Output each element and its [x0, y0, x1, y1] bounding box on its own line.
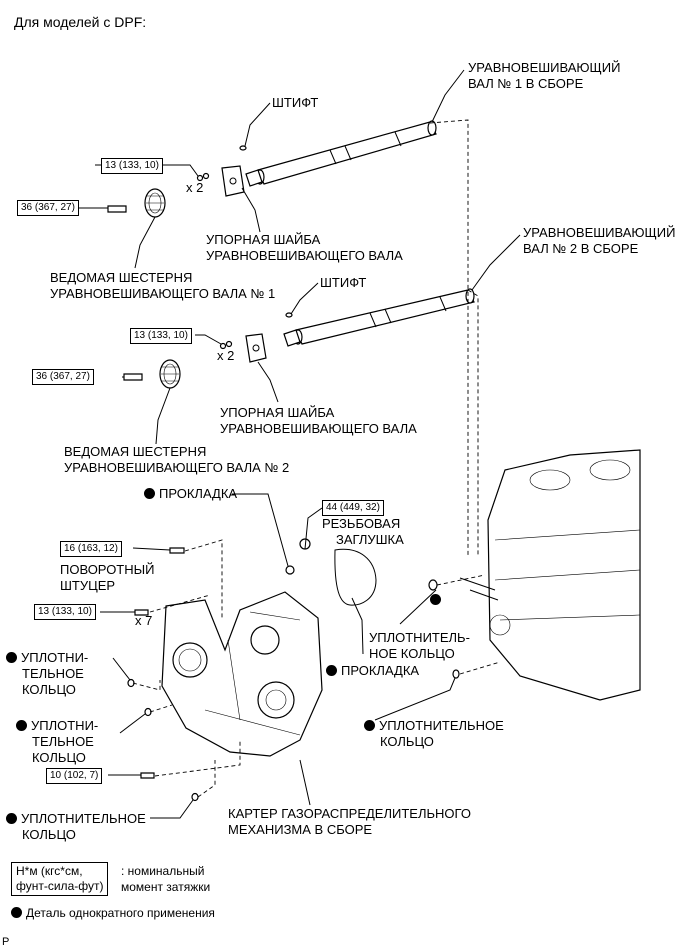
label-balance-shaft-1-line1: УРАВНОВЕШИВАЮЩИЙ: [468, 60, 621, 75]
gear-bolt-2: [123, 373, 143, 381]
o-ring-right-2: [452, 669, 460, 679]
page-heading: Для моделей с DPF:: [14, 14, 147, 30]
label-union-line2: ШТУЦЕР: [60, 578, 116, 593]
legend-single-use: Деталь однократного применения: [11, 905, 215, 921]
qty-label-2: x 2: [217, 348, 235, 363]
balance-shaft-1: [245, 120, 437, 187]
o-ring-right-1: [428, 579, 438, 591]
gasket-plug: [285, 565, 295, 575]
label-gasket-top-text: ПРОКЛАДКА: [159, 486, 238, 501]
legend-unit-line1: Н*м (кгс*см,: [16, 864, 83, 878]
legend-unit-box: Н*м (кгс*см, фунт-сила-фут): [11, 862, 109, 896]
label-timing-case-line1: КАРТЕР ГАЗОРАСПРЕДЕЛИТЕЛЬНОГО: [228, 806, 471, 821]
legend-unit-desc-line1: : номинальный: [121, 864, 205, 878]
label-o-ring-left-1-line2: ТЕЛЬНОЕ: [22, 666, 84, 681]
label-thrust-washer-2-line2: УРАВНОВЕШИВАЮЩЕГО ВАЛА: [220, 421, 417, 436]
bolts-washer-1: [196, 172, 210, 182]
qty-label-1: x 2: [186, 180, 204, 195]
torque-box-8: 10 (102, 7): [46, 768, 103, 784]
single-use-marker: [6, 652, 17, 663]
driven-gear-2: [159, 359, 181, 389]
label-pin-1: ШТИФТ: [272, 95, 319, 110]
torque-box-5: 44 (449, 32): [322, 500, 384, 516]
label-o-ring-left-2-line2: ТЕЛЬНОЕ: [32, 734, 94, 749]
single-use-marker: [11, 907, 22, 918]
label-plug-line2: ЗАГЛУШКА: [336, 532, 404, 547]
label-driven-gear-2-line1: ВЕДОМАЯ ШЕСТЕРНЯ: [64, 444, 207, 459]
label-o-ring-left-1-line3: КОЛЬЦО: [22, 682, 76, 697]
label-plug-line1: РЕЗЬБОВАЯ: [322, 516, 401, 531]
label-o-ring-bottom-text1: УПЛОТНИТЕЛЬНОЕ: [21, 811, 146, 826]
label-o-ring-right-2-text1: УПЛОТНИТЕЛЬНОЕ: [379, 718, 504, 733]
label-pin-2: ШТИФТ: [320, 275, 367, 290]
label-thrust-washer-1-line1: УПОРНАЯ ШАЙБА: [206, 232, 321, 247]
case-bolt-x7: [134, 609, 149, 616]
thrust-washer-2: [245, 333, 267, 363]
balance-shaft-2: [283, 288, 475, 347]
driven-gear-1: [144, 188, 166, 218]
label-thrust-washer-1-line2: УРАВНОВЕШИВАЮЩЕГО ВАЛА: [206, 248, 403, 263]
bolts-washer-2: [219, 340, 233, 350]
label-o-ring-left-2-line3: КОЛЬЦО: [32, 750, 86, 765]
torque-box-7: 13 (133, 10): [34, 604, 96, 620]
pin-1: [239, 145, 247, 151]
case-bolt-lower: [140, 772, 155, 779]
cylinder-block: [459, 449, 641, 701]
label-driven-gear-1-line1: ВЕДОМАЯ ШЕСТЕРНЯ: [50, 270, 193, 285]
label-o-ring-left-2-line1: УПЛОТНИ-: [16, 718, 98, 734]
label-gasket-top: ПРОКЛАДКА: [144, 486, 237, 502]
torque-box-6: 16 (163, 12): [60, 541, 122, 557]
timing-gear-case: [161, 591, 323, 757]
label-union-line1: ПОВОРОТНЫЙ: [60, 562, 155, 577]
label-balance-shaft-1-line2: ВАЛ № 1 В СБОРЕ: [468, 76, 584, 91]
label-o-ring-right-1-line2: НОЕ КОЛЬЦО: [369, 646, 455, 661]
legend-unit-desc-line2: момент затяжки: [121, 880, 211, 894]
label-o-ring-right-1-line1: УПЛОТНИТЕЛЬ-: [369, 630, 470, 645]
single-use-marker: [430, 594, 441, 605]
label-o-ring-right-2-line2: КОЛЬЦО: [380, 734, 434, 749]
label-driven-gear-1-line2: УРАВНОВЕШИВАЮЩЕГО ВАЛА № 1: [50, 286, 276, 301]
label-o-ring-bottom-line1: УПЛОТНИТЕЛЬНОЕ: [6, 811, 146, 827]
thrust-washer-1: [221, 165, 245, 197]
single-use-marker: [6, 813, 17, 824]
label-balance-shaft-2-line1: УРАВНОВЕШИВАЮЩИЙ: [523, 225, 676, 240]
torque-box-1: 13 (133, 10): [101, 158, 163, 174]
single-use-marker: [16, 720, 27, 731]
legend-unit-line2: фунт-сила-фут): [16, 879, 104, 893]
legend-single-use-text: Деталь однократного применения: [26, 906, 215, 920]
label-timing-case-line2: МЕХАНИЗМА В СБОРЕ: [228, 822, 373, 837]
label-gasket-mid-text: ПРОКЛАДКА: [341, 663, 420, 678]
gasket-right: [334, 548, 377, 606]
pin-2: [285, 312, 293, 318]
label-o-ring-left-2-text1: УПЛОТНИ-: [31, 718, 99, 733]
label-o-ring-bottom-line2: КОЛЬЦО: [22, 827, 76, 842]
footer-code: P: [2, 936, 10, 948]
torque-box-4: 36 (367, 27): [32, 369, 94, 385]
single-use-marker: [144, 488, 155, 499]
gear-bolt-1: [107, 205, 127, 213]
single-use-marker: [364, 720, 375, 731]
label-gasket-mid: ПРОКЛАДКА: [326, 663, 419, 679]
label-o-ring-right-2-line1: УПЛОТНИТЕЛЬНОЕ: [364, 718, 504, 734]
label-o-ring-left-1-text1: УПЛОТНИ-: [21, 650, 89, 665]
torque-box-2: 36 (367, 27): [17, 200, 79, 216]
qty-label-3: x 7: [135, 613, 153, 628]
union-bolt: [169, 547, 185, 554]
o-ring-bottom: [191, 792, 199, 802]
label-driven-gear-2-line2: УРАВНОВЕШИВАЮЩЕГО ВАЛА № 2: [64, 460, 290, 475]
label-thrust-washer-2-line1: УПОРНАЯ ШАЙБА: [220, 405, 335, 420]
label-o-ring-left-1-line1: УПЛОТНИ-: [6, 650, 88, 666]
torque-box-3: 13 (133, 10): [130, 328, 192, 344]
label-balance-shaft-2-line2: ВАЛ № 2 В СБОРЕ: [523, 241, 639, 256]
single-use-marker: [326, 665, 337, 676]
